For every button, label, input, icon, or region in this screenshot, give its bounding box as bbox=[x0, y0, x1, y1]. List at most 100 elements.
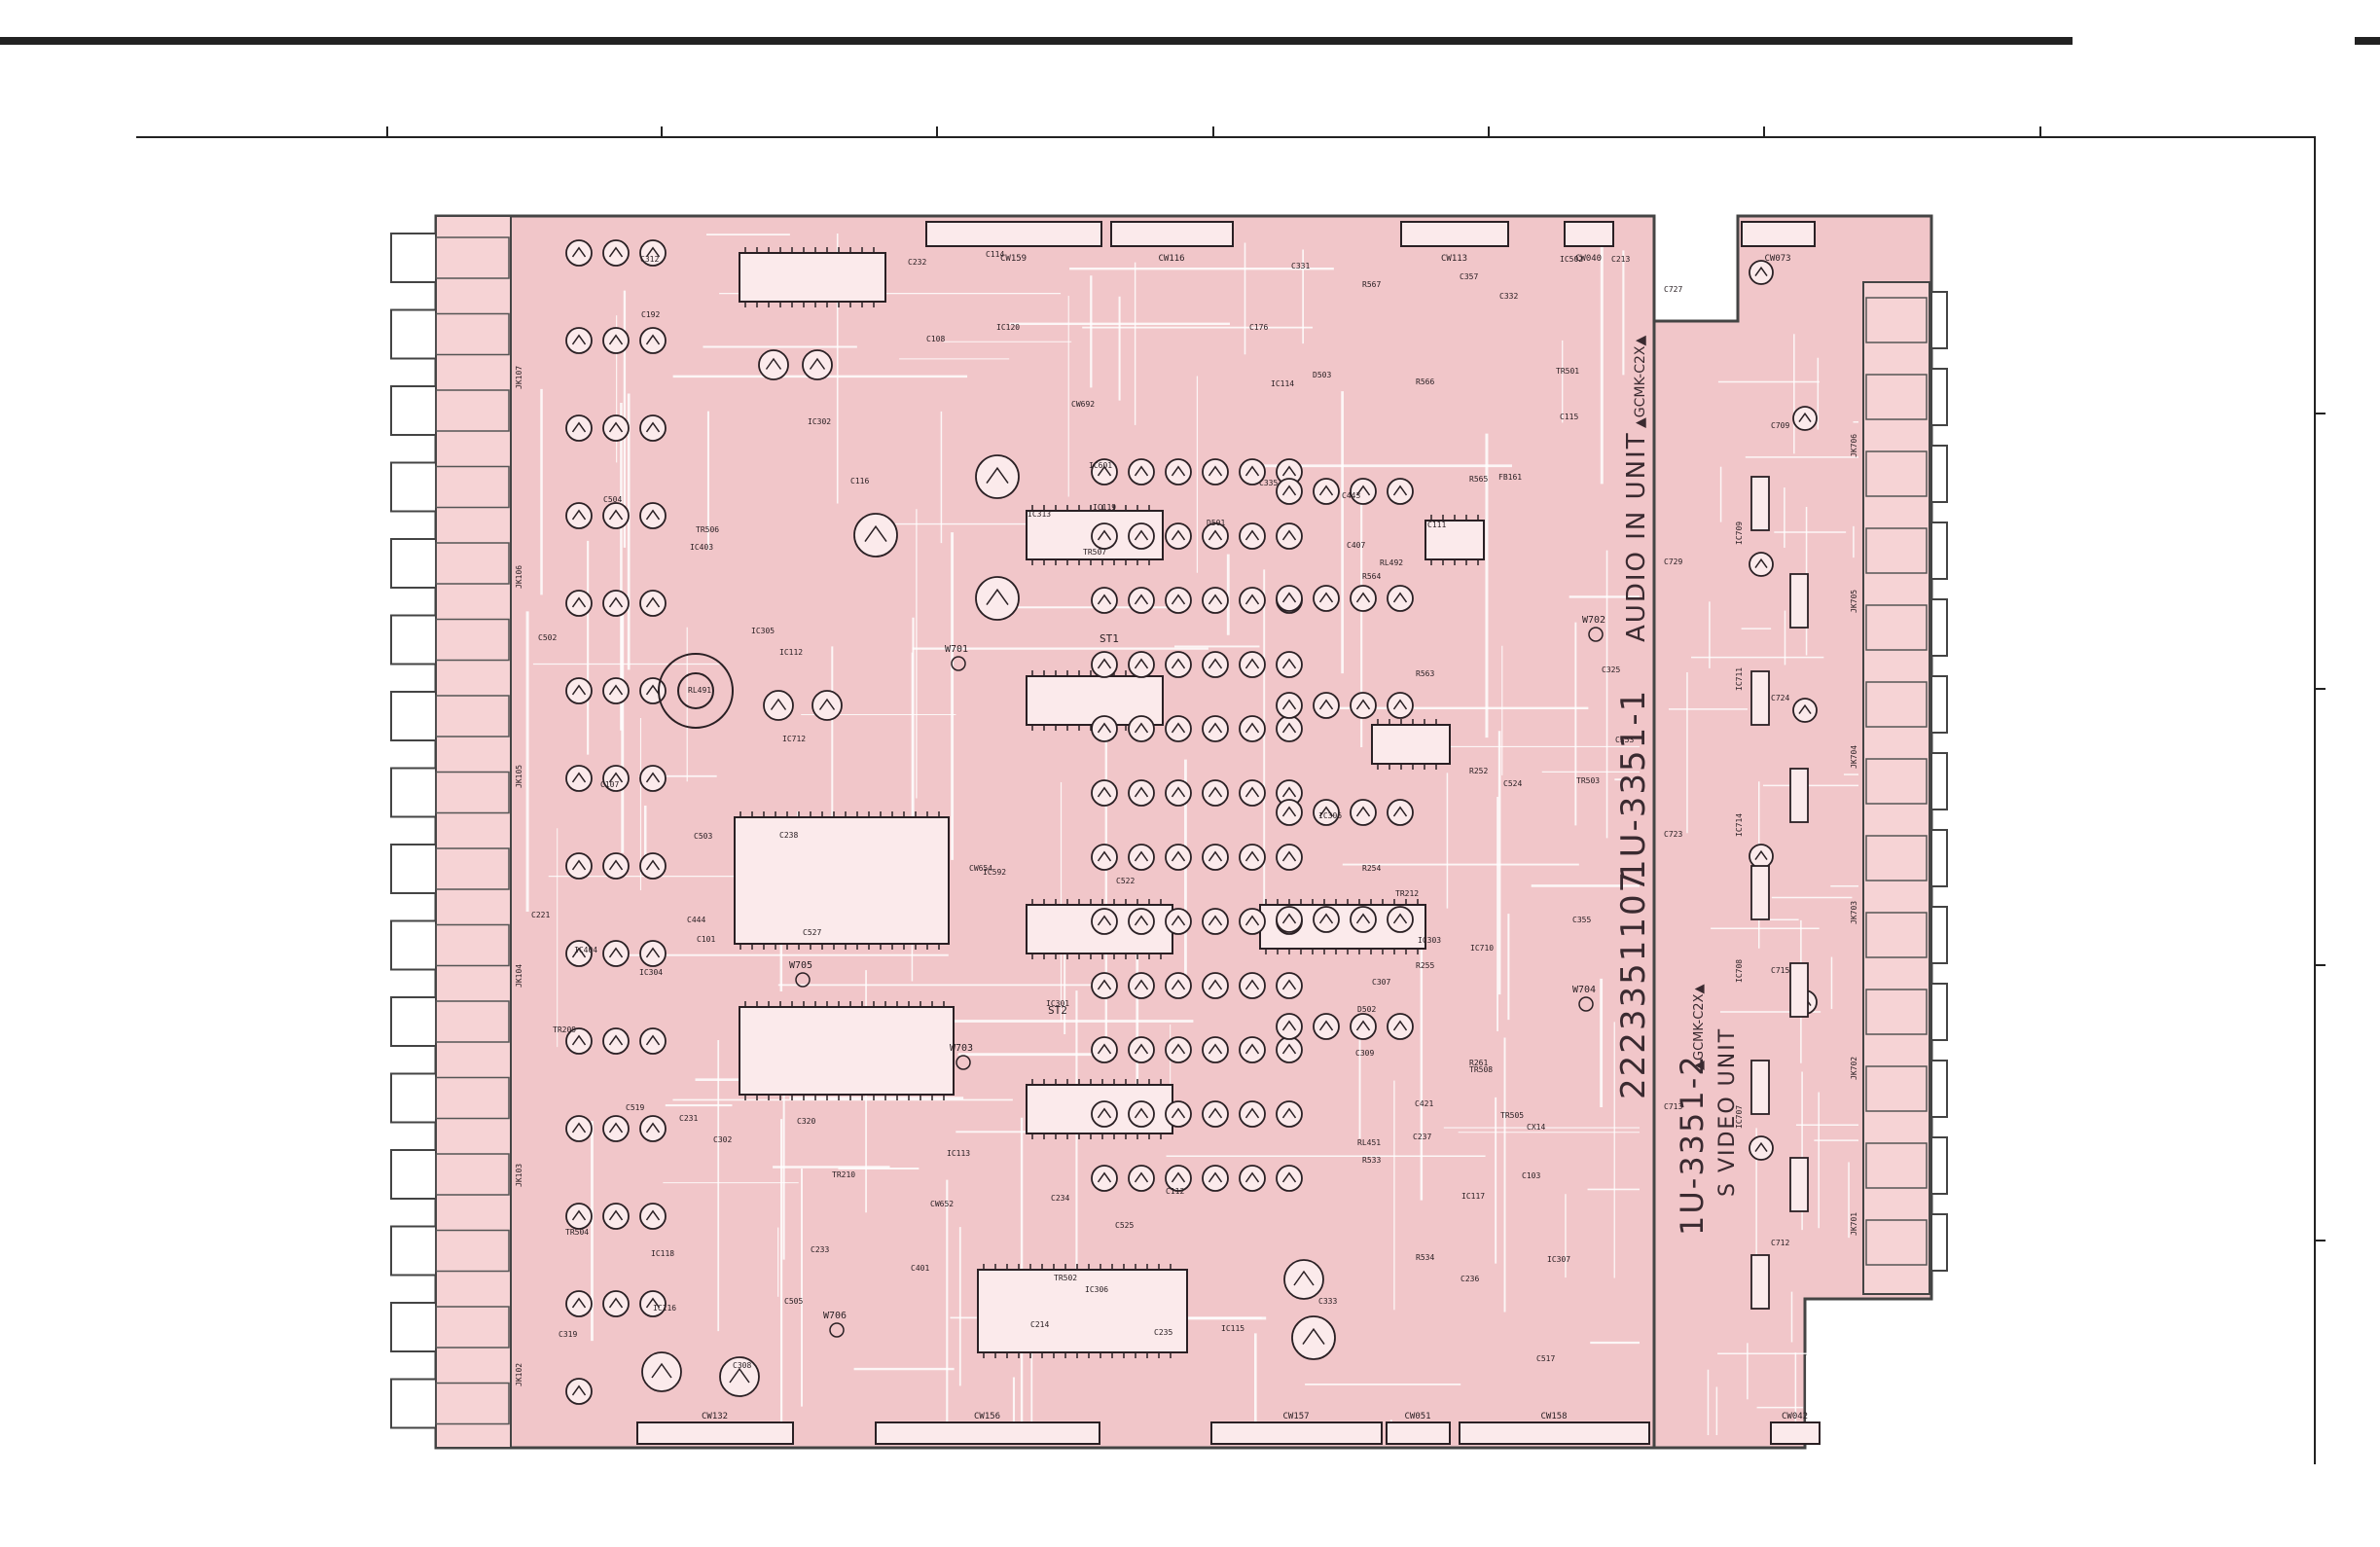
capacitor-label: C503 bbox=[694, 832, 712, 841]
rca-jack-right bbox=[1930, 1213, 1948, 1272]
ic-label: IC306 bbox=[1085, 1285, 1108, 1294]
jack-label: JK702 bbox=[1850, 1057, 1858, 1080]
capacitor-mark bbox=[1208, 979, 1223, 990]
capacitor-label: C712 bbox=[1771, 1239, 1789, 1247]
capacitor-mark bbox=[571, 859, 587, 871]
electrolytic-capacitor bbox=[1128, 972, 1155, 999]
jack-footprint bbox=[435, 1229, 510, 1273]
capacitor-label: C335 bbox=[1259, 479, 1278, 487]
rca-jack-right bbox=[1930, 1136, 1948, 1195]
capacitor-mark bbox=[1281, 806, 1297, 817]
wire-point bbox=[956, 1055, 971, 1070]
capacitor-mark bbox=[1244, 1107, 1260, 1119]
rca-jack-left bbox=[390, 1225, 437, 1277]
misc-label: TR507 bbox=[1083, 548, 1106, 557]
ic-label: IC313 bbox=[1028, 510, 1051, 519]
ic-package bbox=[734, 816, 950, 945]
capacitor-mark bbox=[1171, 850, 1186, 862]
resistor-label: R563 bbox=[1416, 669, 1434, 678]
capacitor-mark bbox=[645, 1034, 661, 1046]
electrolytic-capacitor bbox=[1202, 779, 1229, 807]
capacitor-mark bbox=[1134, 1043, 1149, 1055]
electrolytic-capacitor bbox=[1387, 478, 1414, 505]
electrolytic-capacitor bbox=[639, 677, 667, 704]
capacitor-label: C319 bbox=[559, 1330, 577, 1339]
electrolytic-capacitor bbox=[1239, 844, 1266, 871]
capacitor-label: C333 bbox=[1318, 1297, 1337, 1306]
electrolytic-capacitor bbox=[1291, 1315, 1336, 1360]
electrolytic-capacitor bbox=[1091, 972, 1118, 999]
capacitor-mark bbox=[571, 509, 587, 521]
electrolytic-capacitor bbox=[1387, 585, 1414, 612]
rca-jack-left bbox=[390, 691, 437, 741]
capacitor-label: C505 bbox=[784, 1297, 803, 1306]
electrolytic-capacitor bbox=[602, 1115, 630, 1142]
capacitor-mark bbox=[1244, 594, 1260, 605]
electrolytic-capacitor bbox=[639, 239, 667, 267]
capacitor-mark bbox=[1754, 849, 1768, 861]
capacitor-label: C214 bbox=[1030, 1320, 1049, 1329]
electrolytic-capacitor bbox=[1165, 1165, 1192, 1192]
capacitor-mark bbox=[1134, 722, 1149, 734]
capacitor-label: C221 bbox=[531, 911, 550, 919]
electrolytic-capacitor bbox=[1128, 779, 1155, 807]
capacitor-label: C332 bbox=[1499, 292, 1518, 301]
capacitor-mark bbox=[1134, 850, 1149, 862]
electrolytic-capacitor bbox=[641, 1351, 682, 1392]
jack-footprint bbox=[435, 465, 510, 509]
misc-label: TR505 bbox=[1500, 1111, 1524, 1120]
electrolytic-capacitor bbox=[1165, 587, 1192, 614]
capacitor-mark bbox=[1171, 529, 1186, 541]
electrolytic-capacitor bbox=[1313, 478, 1340, 505]
capacitor-mark bbox=[645, 684, 661, 696]
capacitor-label: C421 bbox=[1415, 1099, 1433, 1108]
resistor-label: R565 bbox=[1469, 475, 1488, 484]
ic-label: IC120 bbox=[996, 323, 1020, 332]
electrolytic-capacitor bbox=[1091, 1165, 1118, 1192]
misc-label: CW654 bbox=[969, 864, 992, 873]
electrolytic-capacitor bbox=[853, 513, 898, 558]
edge-connector bbox=[1386, 1421, 1451, 1445]
ic-label: IC114 bbox=[1271, 379, 1294, 388]
misc-label: TR506 bbox=[696, 525, 719, 534]
electrolytic-capacitor bbox=[1239, 522, 1266, 550]
resistor-label: R566 bbox=[1416, 378, 1434, 386]
electrolytic-capacitor bbox=[1202, 1165, 1229, 1192]
capacitor-label: C236 bbox=[1460, 1275, 1479, 1283]
capacitor-mark bbox=[571, 947, 587, 958]
electrolytic-capacitor bbox=[1128, 587, 1155, 614]
electrolytic-capacitor bbox=[1202, 458, 1229, 486]
capacitor-mark bbox=[1171, 786, 1186, 798]
jack-footprint bbox=[435, 1000, 510, 1043]
sub-board-s-video-unit bbox=[1652, 214, 1933, 1450]
ic-package bbox=[1371, 724, 1451, 765]
capacitor-mark bbox=[571, 1385, 587, 1396]
rca-jack-right bbox=[1930, 291, 1948, 349]
electrolytic-capacitor bbox=[602, 590, 630, 617]
rca-jack-left bbox=[390, 461, 437, 513]
rca-jack-left bbox=[390, 767, 437, 818]
capacitor-label: C231 bbox=[679, 1114, 698, 1123]
connector-label: CW051 bbox=[1405, 1412, 1431, 1421]
capacitor-mark bbox=[1281, 699, 1297, 710]
ic-label: IC707 bbox=[1735, 1105, 1744, 1129]
ic-label: IC112 bbox=[779, 648, 803, 657]
capacitor-mark bbox=[1134, 1171, 1149, 1183]
electrolytic-capacitor bbox=[1165, 844, 1192, 871]
ic-label: IC301 bbox=[1046, 999, 1069, 1008]
edge-connector bbox=[636, 1421, 794, 1445]
rca-jacks bbox=[390, 233, 1948, 1429]
misc-label: TR508 bbox=[1469, 1065, 1493, 1074]
capacitor-mark bbox=[651, 1362, 672, 1379]
rca-jack-right bbox=[1930, 983, 1948, 1041]
electrolytic-capacitor bbox=[1128, 715, 1155, 742]
capacitor-mark bbox=[1281, 850, 1297, 862]
rca-jack-left bbox=[390, 614, 437, 666]
electrolytic-capacitor bbox=[802, 349, 833, 380]
mounting-hole-inner bbox=[677, 672, 714, 709]
connector-label: CW132 bbox=[702, 1412, 728, 1421]
capacitor-mark bbox=[1281, 1171, 1297, 1183]
rca-jack-left bbox=[390, 1378, 437, 1429]
electrolytic-capacitor bbox=[639, 1203, 667, 1230]
capacitor-mark bbox=[1281, 979, 1297, 990]
